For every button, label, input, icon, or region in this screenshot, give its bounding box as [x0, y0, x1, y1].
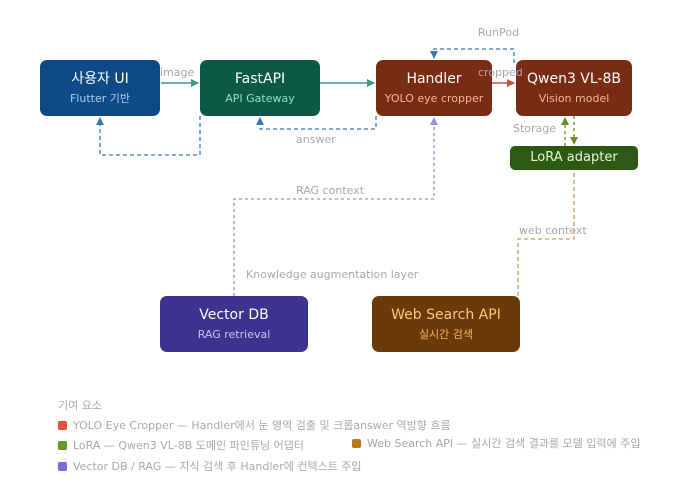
legend-text-websearch: Web Search API — 실시간 검색 결과를 모델 입력에 주입	[367, 437, 641, 450]
node-qwen-title: Qwen3 VL-8B	[526, 71, 621, 87]
node-lora-title: LoRA adapter	[530, 150, 618, 165]
legend-swatch-lora	[58, 440, 67, 450]
legend-swatch-yolo	[58, 420, 67, 430]
node-fastapi[interactable]: FastAPI API Gateway	[200, 60, 320, 116]
legend-swatch-vectordb	[58, 461, 67, 471]
node-fastapi-title: FastAPI	[234, 71, 286, 87]
edge-label-image: image	[160, 66, 195, 79]
edge-label-runpod: RunPod	[478, 26, 520, 39]
legend-text-lora: LoRA — Qwen3 VL-8B 도메인 파인튜닝 어댑터	[73, 439, 304, 452]
node-websearch-subtitle: 실시간 검색	[418, 328, 474, 341]
node-user-ui[interactable]: 사용자 UI Flutter 기반	[40, 60, 160, 116]
legend-item-websearch: Web Search API — 실시간 검색 결과를 모델 입력에 주입	[352, 435, 640, 451]
edge-answer-handler-to-fastapi	[256, 116, 377, 130]
node-fastapi-subtitle: API Gateway	[225, 92, 295, 105]
edge-label-answer: answer	[296, 133, 336, 146]
legend-swatch-websearch	[352, 438, 361, 448]
node-websearch-title: Web Search API	[391, 307, 501, 323]
node-vectordb[interactable]: Vector DB RAG retrieval	[160, 296, 308, 352]
edge-answer-fastapi-to-ui	[96, 116, 201, 156]
edge-label-storage: Storage	[513, 122, 557, 135]
legend-item-yolo: YOLO Eye Cropper — Handler에서 눈 영역 검출 및 크…	[58, 417, 451, 433]
node-user-ui-title: 사용자 UI	[71, 71, 129, 87]
edge-label-cropped: cropped	[478, 66, 523, 79]
legend-text-yolo: YOLO Eye Cropper — Handler에서 눈 영역 검출 및 크…	[73, 419, 451, 432]
node-user-ui-subtitle: Flutter 기반	[69, 92, 130, 105]
legend-item-vectordb: Vector DB / RAG — 지식 검색 후 Handler에 컨텍스트 …	[58, 458, 362, 474]
edge-label-knowledge-layer: Knowledge augmentation layer	[246, 268, 419, 281]
node-vectordb-subtitle: RAG retrieval	[197, 328, 271, 341]
node-handler-subtitle: YOLO eye cropper	[384, 92, 484, 105]
node-websearch[interactable]: Web Search API 실시간 검색	[372, 296, 520, 352]
edge-label-web-context: web context	[519, 224, 587, 237]
node-lora[interactable]: LoRA adapter	[510, 146, 638, 170]
edge-web-context	[517, 170, 575, 296]
node-handler[interactable]: Handler YOLO eye cropper	[376, 60, 492, 116]
node-qwen[interactable]: Qwen3 VL-8B Vision model	[516, 60, 632, 116]
node-qwen-subtitle: Vision model	[538, 92, 610, 105]
node-handler-title: Handler	[406, 71, 462, 87]
legend-title: 기여 요소	[58, 399, 102, 412]
legend-text-vectordb: Vector DB / RAG — 지식 검색 후 Handler에 컨텍스트 …	[73, 460, 362, 473]
edge-label-rag-context: RAG context	[296, 184, 365, 197]
edge-runpod-loop	[430, 48, 515, 63]
edge-rag-context	[233, 117, 438, 296]
node-vectordb-title: Vector DB	[199, 307, 269, 323]
legend-item-lora: LoRA — Qwen3 VL-8B 도메인 파인튜닝 어댑터	[58, 437, 304, 453]
